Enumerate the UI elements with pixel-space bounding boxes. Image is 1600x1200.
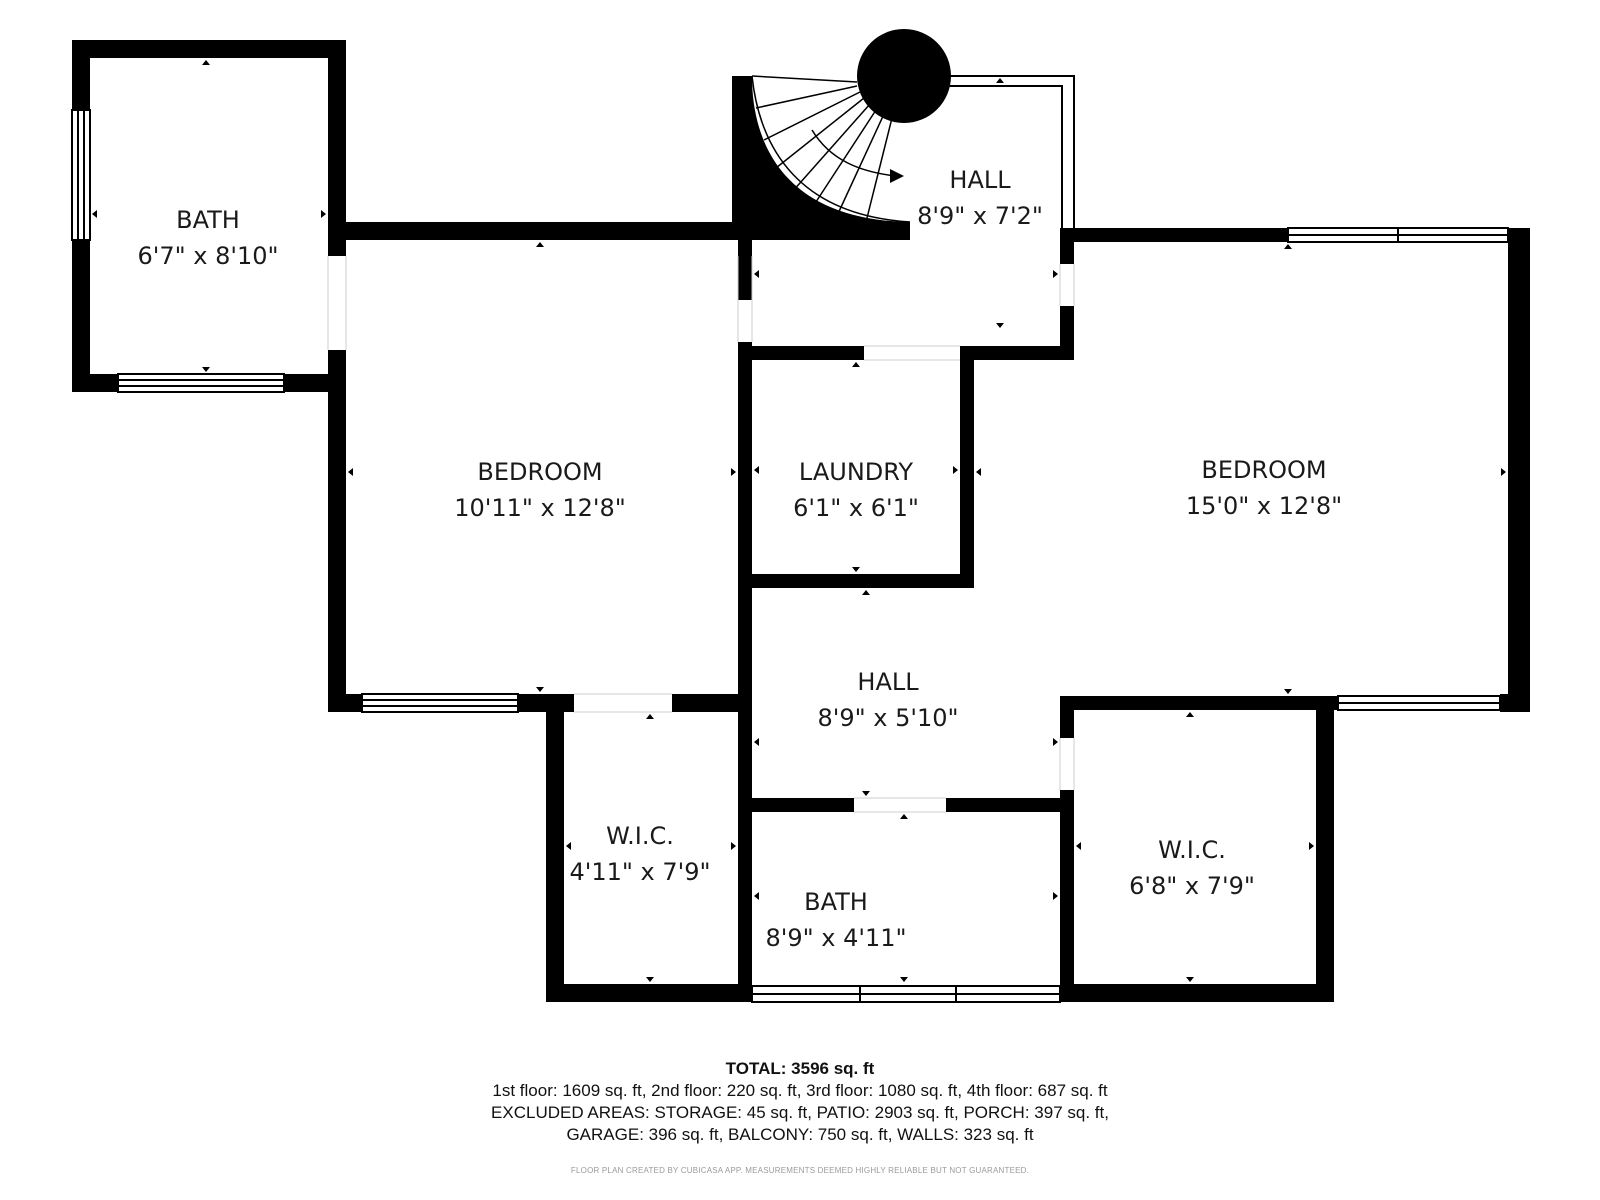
wall: [672, 694, 738, 712]
dimension-markers: [92, 60, 1506, 982]
wall: [72, 374, 118, 392]
spiral-stairs: [751, 75, 911, 223]
room-size: 6'8" x 7'9": [1129, 872, 1255, 900]
hall-outline: [948, 75, 1075, 228]
walls: [72, 29, 1530, 1002]
total-area: TOTAL: 3596 sq. ft: [0, 1058, 1600, 1080]
wall: [752, 798, 854, 812]
room-name: BATH: [176, 206, 240, 234]
room-size: 6'7" x 8'10": [137, 242, 278, 270]
total-label: TOTAL:: [725, 1059, 787, 1078]
wall: [1508, 228, 1530, 712]
wall: [328, 350, 346, 712]
disclaimer: FLOOR PLAN CREATED BY CUBICASA APP. MEAS…: [570, 1166, 1030, 1175]
area-summary: TOTAL: 3596 sq. ft 1st floor: 1609 sq. f…: [0, 1058, 1600, 1175]
wall: [1060, 790, 1074, 1002]
room-size: 4'11" x 7'9": [569, 858, 710, 886]
wall: [1060, 696, 1338, 710]
window: [71, 109, 91, 241]
wall: [960, 346, 1074, 360]
floor-areas: 1st floor: 1609 sq. ft, 2nd floor: 220 s…: [492, 1081, 1108, 1100]
floor-plan: BATH 6'7" x 8'10" HALL 8'9" x 7'2" BEDRO…: [71, 29, 1530, 1003]
wall: [960, 346, 974, 588]
wall: [738, 342, 752, 1000]
room-name: LAUNDRY: [799, 458, 913, 486]
stair-column: [857, 29, 951, 123]
windows: [71, 109, 1509, 1003]
room-size: 8'9" x 4'11": [765, 924, 906, 952]
wall: [328, 222, 738, 240]
room-name: W.I.C.: [1158, 836, 1226, 864]
wall: [738, 346, 864, 360]
room-name: W.I.C.: [606, 822, 674, 850]
excluded-areas-1: EXCLUDED AREAS: STORAGE: 45 sq. ft, PATI…: [491, 1103, 1109, 1122]
wall: [1060, 228, 1288, 242]
room-size: 8'9" x 7'2": [917, 202, 1043, 230]
wall: [72, 40, 346, 58]
room-size: 6'1" x 6'1": [793, 494, 919, 522]
wall: [738, 574, 974, 588]
room-name: BATH: [804, 888, 868, 916]
room-name: BEDROOM: [1201, 456, 1326, 484]
stair-arrow-icon: [890, 169, 904, 183]
room-name: BEDROOM: [477, 458, 602, 486]
wall: [1060, 984, 1334, 1002]
room-name: HALL: [857, 668, 919, 696]
total-value: 3596 sq. ft: [791, 1059, 875, 1078]
wall: [738, 240, 752, 300]
room-name: HALL: [949, 166, 1011, 194]
wall: [328, 694, 362, 712]
wall: [1500, 694, 1530, 712]
wall: [1060, 696, 1074, 738]
room-size: 8'9" x 5'10": [817, 704, 958, 732]
wall: [546, 984, 752, 1002]
stair-wall: [732, 76, 910, 240]
room-size: 15'0" x 12'8": [1186, 492, 1342, 520]
room-labels: BATH 6'7" x 8'10" HALL 8'9" x 7'2" BEDRO…: [137, 166, 1342, 952]
wall: [284, 374, 330, 392]
window: [117, 373, 285, 393]
room-size: 10'11" x 12'8": [454, 494, 626, 522]
wall: [328, 40, 346, 256]
door-openings: [327, 256, 1075, 813]
excluded-areas-2: GARAGE: 396 sq. ft, BALCONY: 750 sq. ft,…: [566, 1125, 1034, 1144]
wall: [1316, 696, 1334, 1002]
wall: [946, 798, 1074, 812]
window: [361, 693, 519, 713]
wall: [546, 694, 564, 1000]
wall: [1060, 306, 1074, 360]
